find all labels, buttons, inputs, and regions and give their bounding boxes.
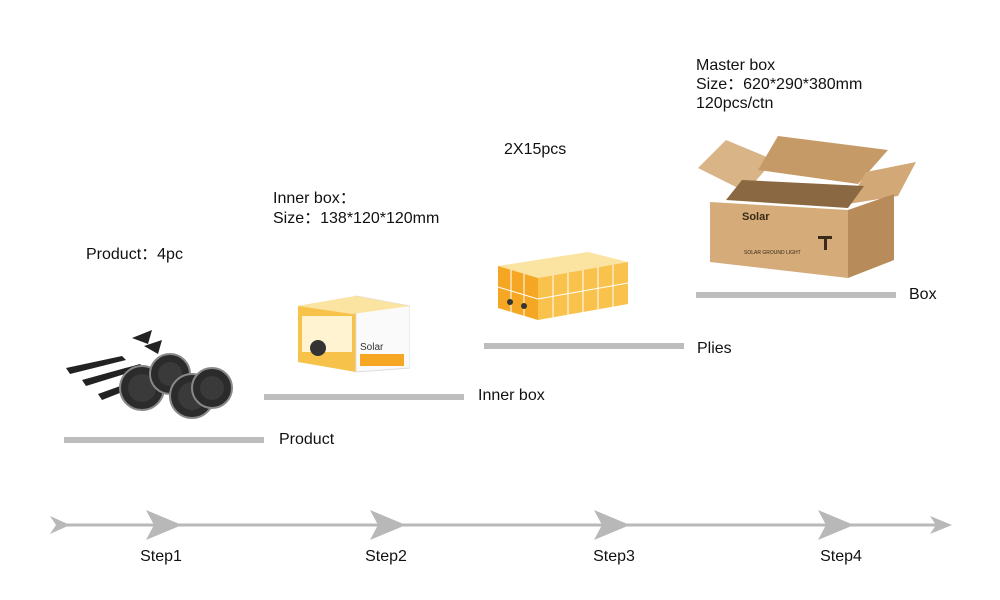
master-box-level-bar <box>696 292 896 298</box>
inner-box-image: Solar <box>298 292 410 374</box>
master-box-caption-line1: Master box <box>696 57 776 74</box>
master-box-brand: Solar <box>742 211 770 223</box>
timeline-arrow-step4 <box>818 510 854 540</box>
master-box-caption-line2: Size：620*290*380mm <box>696 76 863 93</box>
inner-box-brand: Solar <box>360 342 384 353</box>
master-box-level-label: Box <box>909 286 937 303</box>
plies-image <box>498 238 628 320</box>
timeline <box>50 508 955 542</box>
inner-box-level-label: Inner box <box>478 387 545 404</box>
step-label-2: Step2 <box>365 548 407 565</box>
plies-level-bar <box>484 343 684 349</box>
step-label-4: Step4 <box>820 548 862 565</box>
timeline-arrow-step2 <box>370 510 406 540</box>
product-caption: Product：4pc <box>86 246 183 263</box>
product-level-label: Product <box>279 431 335 448</box>
master-box-print-text: SOLAR GROUND LIGHT <box>744 250 801 256</box>
inner-box-level-bar <box>264 394 464 400</box>
timeline-arrow-step1 <box>146 510 182 540</box>
master-box-image: Solar SOLAR GROUND LIGHT <box>698 132 920 282</box>
plies-caption: 2X15pcs <box>504 141 567 158</box>
step-label-3: Step3 <box>593 548 635 565</box>
step-label-1: Step1 <box>140 548 182 565</box>
product-image <box>62 330 252 430</box>
timeline-arrow-step3 <box>594 510 630 540</box>
inner-box-caption-line1: Inner box： <box>273 190 356 207</box>
product-level-bar <box>64 437 264 443</box>
timeline-end-arrow <box>930 516 952 534</box>
master-box-caption-line3: 120pcs/ctn <box>696 95 774 112</box>
timeline-start-arrow <box>50 516 70 534</box>
inner-box-caption-line2: Size：138*120*120mm <box>273 210 440 227</box>
plies-level-label: Plies <box>697 340 732 357</box>
